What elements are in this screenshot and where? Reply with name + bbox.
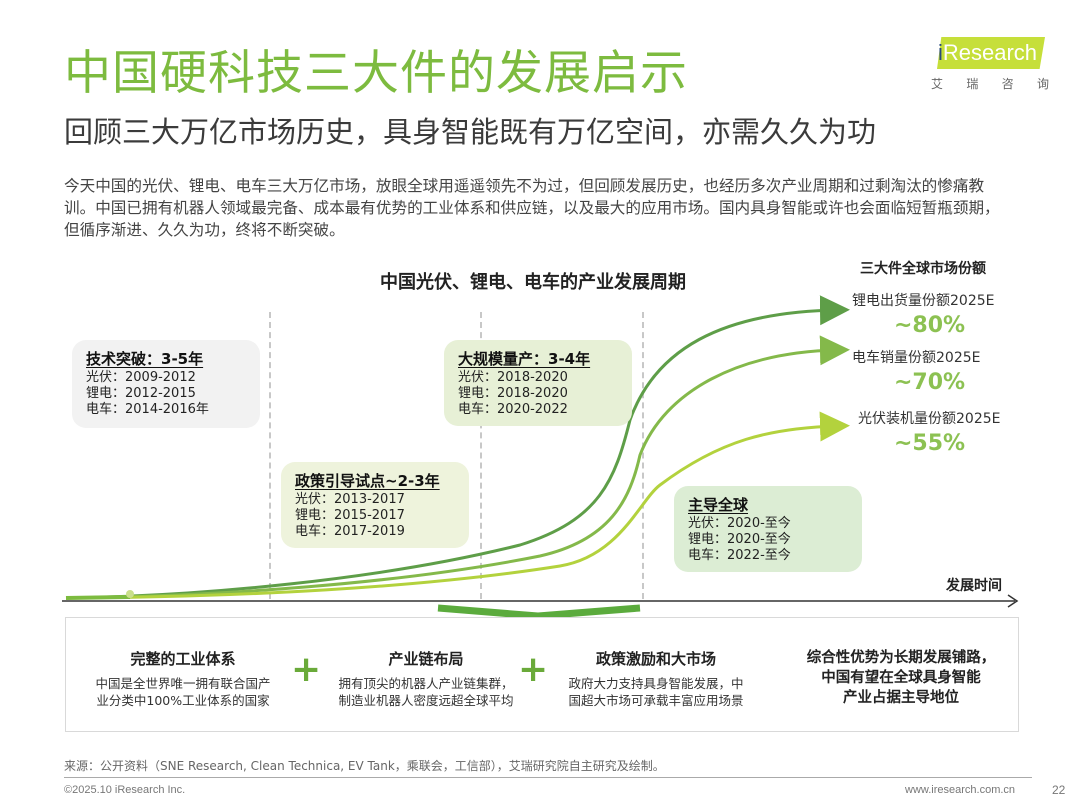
phase-tech-breakthrough: 技术突破：3-5年 光伏：2009-2012 锂电：2012-2015 电车：2… [72,340,260,428]
share-label-ev: 电车销量份额2025E [852,350,981,366]
diagram-title: 中国光伏、锂电、电车的产业发展周期 [380,272,686,293]
phase-title: 政策引导试点~2-3年 [295,472,440,490]
share-value-lithium: ~80% [894,313,966,338]
phase-mass-production: 大规模量产：3-4年 光伏：2018-2020 锂电：2018-2020 电车：… [444,340,632,426]
curve-lithium [65,295,850,600]
pillar-text: 制造业机器人密度远超全球平均 [338,693,514,708]
share-label-lithium: 锂电出货量份额2025E [852,293,995,309]
page-subtitle: 回顾三大万亿市场历史，具身智能既有万亿空间，亦需久久为功 [64,115,877,149]
logo-char: 询 [1036,77,1049,91]
pillar-text: 国超大市场可承载丰富应用场景 [568,693,744,708]
share-label-pv: 光伏装机量份额2025E [858,411,1001,427]
pillar-text: 业分类中100%工业体系的国家 [96,693,270,708]
pillar-title: 产业链布局 [388,650,464,668]
advantages-panel: 完整的工业体系 中国是全世界唯一拥有联合国产 业分类中100%工业体系的国家 +… [65,617,1019,732]
phase-row: 光伏：2013-2017 [295,492,405,507]
copyright: ©2025.10 iResearch Inc. [64,784,186,796]
share-value-pv: ~55% [894,431,966,456]
logo-char: 咨 [1001,77,1014,91]
pillar-industrial-system: 完整的工业体系 中国是全世界唯一拥有联合国产 业分类中100%工业体系的国家 [78,618,288,709]
phase-row: 光伏：2020-至今 [688,516,791,531]
pillar-supply-chain: 产业链布局 拥有顶尖的机器人产业链集群， 制造业机器人密度远超全球平均 [321,618,531,709]
curve-pv [65,411,850,600]
conclusion-line: 产业占据主导地位 [843,690,959,706]
phase-row: 锂电：2015-2017 [295,508,405,523]
source-note: 来源：公开资料（SNE Research, Clean Technica, EV… [64,759,665,773]
phase-row: 电车：2022-至今 [688,548,791,563]
phase-policy-pilot: 政策引导试点~2-3年 光伏：2013-2017 锂电：2015-2017 电车… [281,462,469,548]
pillar-text: 拥有顶尖的机器人产业链集群， [338,676,514,691]
phase-divider [480,312,482,599]
phase-title: 大规模量产：3-4年 [458,350,591,368]
website-link[interactable]: www.iresearch.com.cn [905,784,1016,796]
logo-char: 艾 [931,77,944,91]
x-axis-label: 发展时间 [946,578,1002,594]
logo-research: Research [942,40,1038,65]
conclusion-line: 中国有望在全球具身智能 [821,670,981,686]
phase-global-leader: 主导全球 光伏：2020-至今 锂电：2020-至今 电车：2022-至今 [674,486,862,572]
page-number: 22 [1052,783,1066,797]
phase-row: 电车：2014-2016年 [86,402,209,417]
plus-icon: + [518,649,549,690]
conclusion-line: 综合性优势为长期发展铺路， [806,650,996,666]
x-axis-arrow-icon [1007,594,1019,608]
pillar-policy-market: 政策激励和大市场 政府大力支持具身智能发展，中 国超大市场可承载丰富应用场景 [551,618,761,709]
phase-row: 锂电：2012-2015 [86,386,196,401]
page-title: 中国硬科技三大件的发展启示 [64,46,688,101]
market-share-title: 三大件全球市场份额 [860,261,986,277]
iresearch-logo: iResearch 艾 瑞 咨 询 [925,35,1050,95]
intro-paragraph: 今天中国的光伏、锂电、电车三大万亿市场，放眼全球用遥遥领先不为过，但回顾发展历史… [64,177,1000,239]
logo-char: 瑞 [966,77,979,91]
phase-row: 电车：2020-2022 [458,402,568,417]
logo-i: i [937,40,943,65]
logo-wordmark: iResearch [925,38,1050,68]
pillar-text: 中国是全世界唯一拥有联合国产 [95,676,271,691]
share-value-ev: ~70% [894,370,966,395]
logo-chinese-name: 艾 瑞 咨 询 [931,75,1049,92]
phase-row: 锂电：2018-2020 [458,386,568,401]
phase-row: 光伏：2009-2012 [86,370,196,385]
phase-row: 锂电：2020-至今 [688,532,791,547]
pillar-title: 完整的工业体系 [130,650,236,668]
phase-title: 技术突破：3-5年 [86,350,204,368]
footer-divider [64,777,1032,778]
phase-title: 主导全球 [688,496,749,514]
curve-ev [65,335,850,600]
pillar-title: 政策激励和大市场 [595,650,716,668]
plus-icon: + [291,649,322,690]
logo-badge [937,37,1045,69]
phase-row: 光伏：2018-2020 [458,370,568,385]
phase-divider [269,312,271,599]
phase-row: 电车：2017-2019 [295,524,405,539]
pillar-text: 政府大力支持具身智能发展，中 [568,676,744,691]
bracket-chevron-icon [437,604,641,620]
conclusion-text: 综合性优势为长期发展铺路， 中国有望在全球具身智能 产业占据主导地位 [796,648,1006,708]
phase-divider [642,312,644,599]
